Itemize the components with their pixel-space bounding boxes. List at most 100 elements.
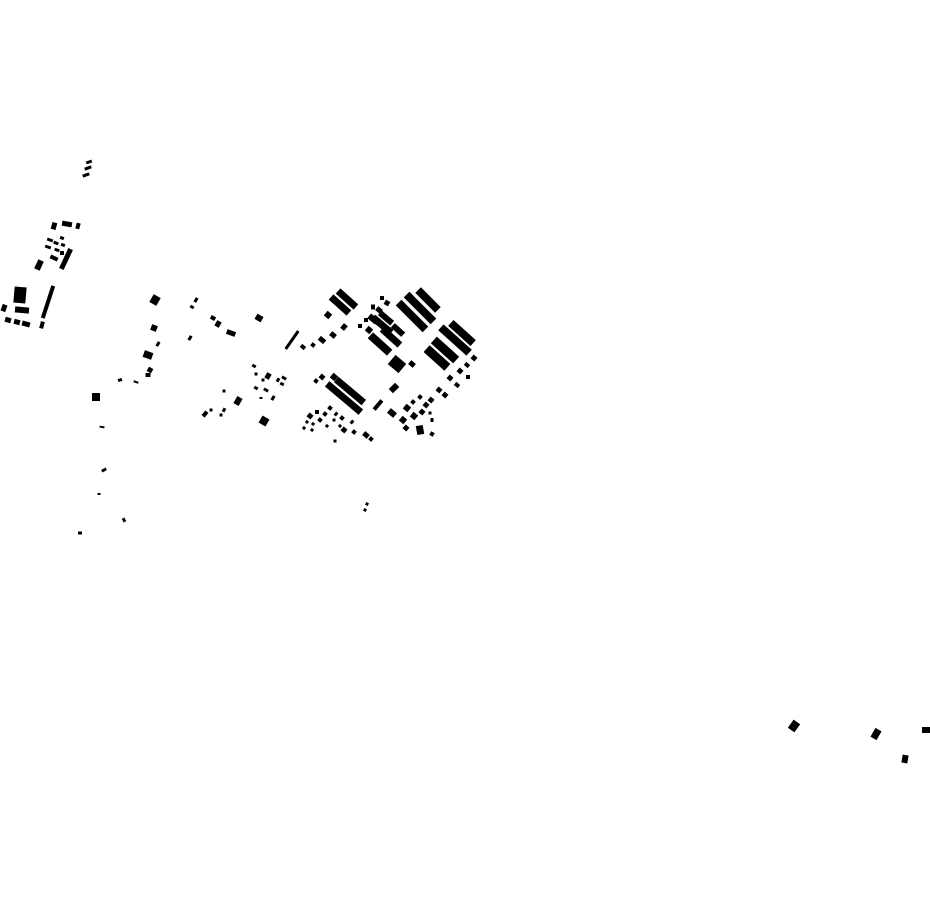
building-footprint bbox=[253, 385, 259, 391]
building-footprint bbox=[335, 288, 359, 310]
building-footprint bbox=[367, 313, 379, 325]
building-footprint bbox=[299, 343, 307, 351]
building-footprint bbox=[251, 363, 257, 369]
building-footprint bbox=[97, 493, 101, 495]
building-footprint bbox=[221, 407, 227, 413]
building-footprint bbox=[372, 399, 384, 411]
building-footprint bbox=[281, 375, 287, 381]
building-footprint bbox=[362, 507, 368, 513]
building-footprint bbox=[329, 331, 337, 339]
building-footprint bbox=[332, 418, 336, 422]
building-footprint bbox=[59, 247, 73, 271]
building-footprint bbox=[387, 408, 397, 418]
building-footprint bbox=[146, 366, 154, 374]
building-footprint bbox=[398, 415, 408, 425]
building-footprint bbox=[922, 727, 930, 733]
building-footprint bbox=[364, 325, 374, 335]
building-footprint bbox=[187, 335, 193, 341]
building-footprint bbox=[438, 324, 472, 356]
building-footprint bbox=[422, 401, 430, 409]
building-footprint bbox=[54, 247, 60, 253]
building-footprint bbox=[44, 244, 52, 250]
building-footprint bbox=[435, 386, 443, 394]
building-footprint bbox=[340, 426, 348, 434]
buildings-layer bbox=[0, 159, 930, 764]
building-footprint bbox=[329, 372, 339, 382]
building-footprint bbox=[310, 421, 316, 427]
building-footprint bbox=[456, 367, 464, 375]
building-footprint bbox=[121, 517, 127, 523]
building-footprint bbox=[383, 299, 391, 307]
building-footprint bbox=[225, 329, 237, 337]
building-footprint bbox=[82, 172, 90, 178]
building-footprint bbox=[362, 431, 370, 439]
building-footprint bbox=[284, 330, 300, 350]
building-footprint bbox=[318, 373, 326, 381]
building-footprint bbox=[46, 237, 54, 243]
building-footprint bbox=[446, 374, 454, 382]
building-footprint bbox=[214, 320, 222, 328]
building-footprint bbox=[323, 310, 333, 320]
building-footprint bbox=[209, 315, 217, 321]
building-footprint bbox=[254, 372, 258, 376]
building-footprint bbox=[313, 378, 319, 384]
building-footprint bbox=[403, 291, 437, 325]
building-footprint bbox=[470, 354, 478, 362]
building-footprint bbox=[13, 286, 27, 304]
building-footprint bbox=[258, 415, 270, 427]
building-footprint bbox=[39, 321, 45, 329]
building-footprint bbox=[60, 242, 66, 248]
building-footprint bbox=[402, 403, 412, 413]
building-footprint bbox=[427, 396, 435, 404]
building-footprint bbox=[368, 436, 374, 442]
building-footprint bbox=[75, 222, 81, 230]
building-footprint bbox=[390, 323, 406, 337]
building-footprint bbox=[92, 393, 100, 401]
building-footprint bbox=[466, 375, 470, 379]
building-footprint bbox=[14, 306, 30, 314]
building-footprint bbox=[358, 324, 362, 328]
building-footprint bbox=[117, 377, 123, 383]
building-footprint bbox=[430, 418, 434, 422]
building-footprint bbox=[327, 405, 333, 411]
building-footprint bbox=[367, 332, 393, 356]
building-footprint bbox=[901, 754, 909, 764]
building-footprint bbox=[415, 424, 425, 436]
building-footprint bbox=[219, 413, 223, 417]
building-footprint bbox=[787, 719, 801, 733]
building-footprint bbox=[53, 240, 59, 246]
building-footprint bbox=[60, 251, 64, 255]
building-footprint bbox=[317, 335, 327, 345]
building-footprint bbox=[333, 411, 339, 417]
building-footprint bbox=[351, 429, 357, 435]
building-footprint bbox=[453, 381, 461, 389]
building-footprint bbox=[133, 380, 139, 384]
building-footprint bbox=[448, 319, 476, 347]
building-footprint bbox=[209, 408, 213, 412]
building-footprint bbox=[49, 254, 59, 262]
building-footprint bbox=[333, 376, 367, 406]
building-footprint bbox=[402, 424, 410, 432]
building-footprint bbox=[40, 285, 56, 319]
building-footprint bbox=[328, 294, 352, 316]
building-footprint bbox=[21, 320, 31, 328]
building-footprint bbox=[430, 336, 460, 364]
building-footprint bbox=[279, 381, 285, 387]
building-footprint bbox=[371, 304, 375, 310]
building-footprint bbox=[155, 341, 161, 347]
building-footprint bbox=[263, 387, 269, 393]
building-footprint bbox=[99, 425, 105, 429]
building-footprint bbox=[324, 381, 364, 415]
building-footprint bbox=[408, 360, 416, 368]
building-footprint bbox=[101, 467, 107, 473]
building-footprint bbox=[50, 221, 58, 231]
building-footprint bbox=[222, 389, 226, 393]
building-footprint bbox=[301, 425, 307, 431]
building-footprint bbox=[339, 415, 345, 421]
building-footprint bbox=[364, 318, 368, 322]
building-footprint bbox=[275, 377, 281, 383]
building-footprint bbox=[377, 310, 395, 326]
building-footprint bbox=[261, 378, 265, 382]
building-footprint bbox=[85, 159, 93, 165]
building-footprint bbox=[429, 431, 435, 437]
